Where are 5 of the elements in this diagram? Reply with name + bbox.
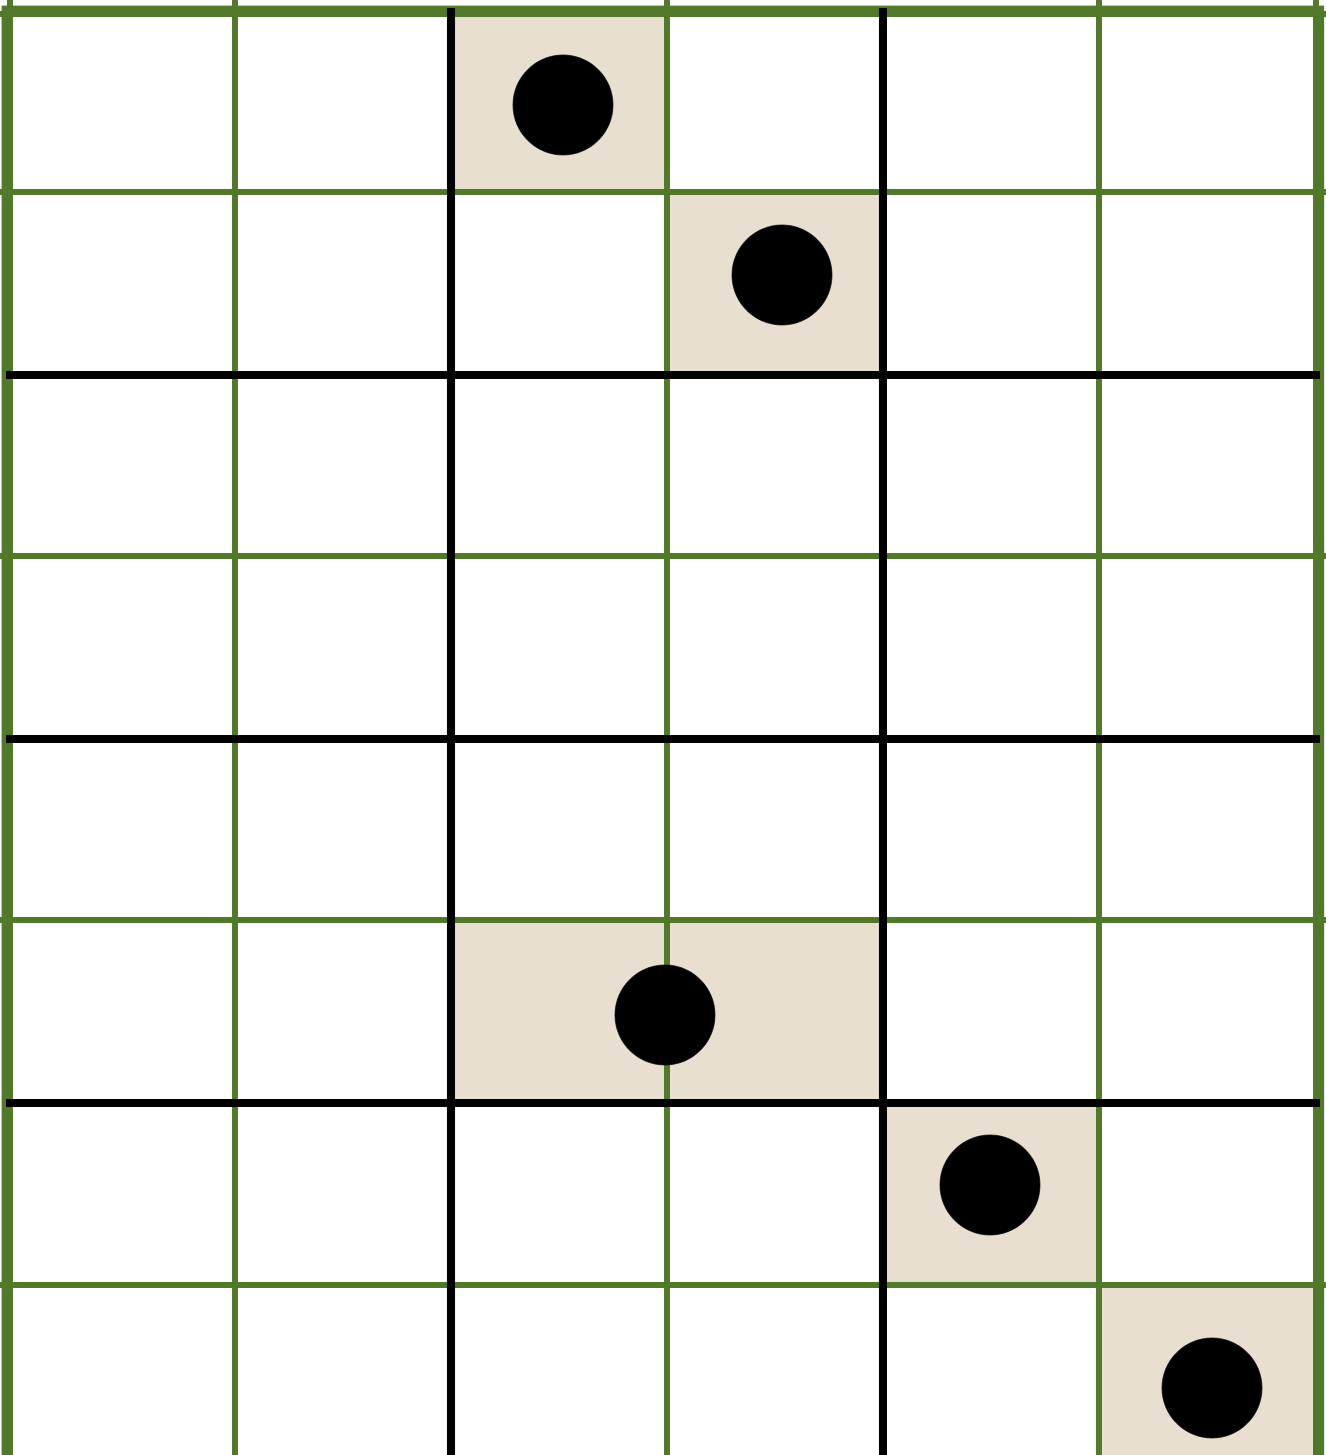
stone — [939, 1134, 1041, 1236]
stone — [731, 224, 833, 326]
stone — [614, 964, 716, 1066]
stone — [1161, 1337, 1263, 1439]
stone — [512, 54, 614, 156]
